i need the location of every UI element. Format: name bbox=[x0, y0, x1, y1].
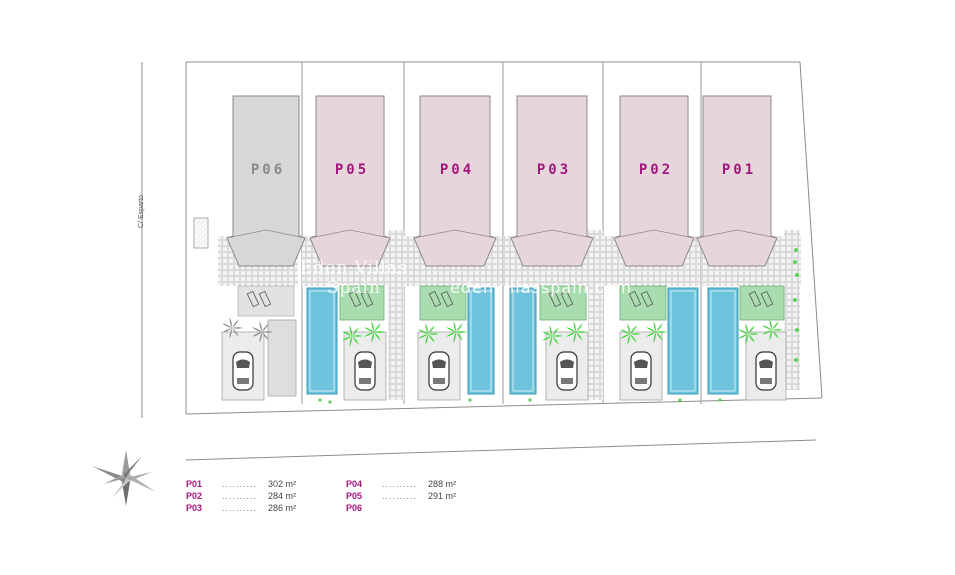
house-p04 bbox=[413, 95, 497, 267]
house-roof-ridge bbox=[309, 229, 391, 239]
legend-code: P06 bbox=[346, 503, 363, 513]
car-icon bbox=[755, 351, 777, 391]
legend-dots: .......... bbox=[382, 479, 418, 489]
car-icon bbox=[630, 351, 652, 391]
palm-tree-icon bbox=[222, 317, 243, 339]
area-legend-right: P04 .......... 288 m² P05 .......... 291… bbox=[346, 478, 456, 514]
car-icon bbox=[428, 351, 450, 391]
car-icon bbox=[556, 351, 578, 391]
street-name-label: C/ Esparto bbox=[138, 194, 145, 228]
palm-tree-icon bbox=[566, 321, 587, 343]
pools bbox=[306, 287, 739, 395]
palm-tree-icon bbox=[542, 325, 563, 347]
pedestrian-gate bbox=[193, 217, 209, 249]
watermark-logo: Eden Villas Spain bbox=[300, 258, 408, 298]
legend-value: 284 m² bbox=[268, 491, 297, 501]
hedges bbox=[318, 248, 799, 404]
lot-label-p01: P01 bbox=[721, 162, 757, 178]
watermark-line-2: Spain bbox=[326, 278, 381, 298]
legend-dots: .......... bbox=[222, 503, 258, 513]
car-icon bbox=[354, 351, 376, 391]
legend-code: P01 bbox=[186, 479, 203, 489]
compass-rose-icon bbox=[92, 450, 156, 506]
watermark-url: edenvillasspain.com bbox=[450, 278, 633, 297]
legend-value: 291 m² bbox=[428, 491, 457, 501]
house-p05 bbox=[309, 95, 391, 267]
lot-label-p06: P06 bbox=[250, 162, 286, 178]
legend-dots: .......... bbox=[222, 479, 258, 489]
palm-tree-icon bbox=[646, 321, 667, 343]
area-legend-left: P01 .......... 302 m² P02 .......... 284… bbox=[186, 478, 296, 514]
palm-tree-icon bbox=[342, 325, 363, 347]
legend-code: P04 bbox=[346, 479, 363, 489]
house-p06 bbox=[226, 95, 306, 267]
palm-trees bbox=[222, 317, 783, 347]
house-roof-ridge bbox=[413, 229, 497, 239]
legend-row: P05 .......... 291 m² bbox=[346, 490, 456, 502]
legend-dots: .......... bbox=[222, 491, 258, 501]
legend-row: P03 .......... 286 m² bbox=[186, 502, 296, 514]
house-roof-ridge bbox=[226, 229, 306, 239]
house-p02 bbox=[613, 95, 695, 267]
legend-dots bbox=[382, 502, 428, 514]
palm-tree-icon bbox=[418, 323, 439, 345]
pool-inner bbox=[309, 290, 736, 392]
legend-dots: .......... bbox=[382, 491, 418, 501]
house-p03 bbox=[510, 95, 594, 267]
legend-value: 288 m² bbox=[428, 479, 457, 489]
legend-code: P03 bbox=[186, 503, 203, 513]
legend-row: P04 .......... 288 m² bbox=[346, 478, 456, 490]
palm-tree-icon bbox=[762, 319, 783, 341]
house-roof-ridge bbox=[613, 229, 695, 239]
lot-label-p04: P04 bbox=[439, 162, 475, 178]
street-line-bottom bbox=[185, 439, 817, 461]
site-bottom-boundary bbox=[185, 397, 823, 415]
legend-row: P01 .......... 302 m² bbox=[186, 478, 296, 490]
terraces bbox=[237, 285, 785, 321]
lot-label-p03: P03 bbox=[536, 162, 572, 178]
lot-label-p05: P05 bbox=[334, 162, 370, 178]
lot-label-p02: P02 bbox=[638, 162, 674, 178]
palm-tree-icon bbox=[364, 321, 385, 343]
palm-tree-icon bbox=[252, 321, 273, 343]
cars bbox=[232, 351, 777, 391]
legend-value: 286 m² bbox=[268, 503, 297, 513]
legend-row: P06 bbox=[346, 502, 456, 514]
car-icon bbox=[232, 351, 254, 391]
houses bbox=[226, 95, 778, 267]
watermark-line-1: Eden Villas bbox=[300, 258, 408, 278]
legend-value: 302 m² bbox=[268, 479, 297, 489]
lounge-chairs bbox=[246, 290, 774, 308]
palm-tree-icon bbox=[620, 323, 641, 345]
legend-row: P02 .......... 284 m² bbox=[186, 490, 296, 502]
site-right-boundary bbox=[799, 61, 823, 399]
palm-tree-icon bbox=[446, 321, 467, 343]
house-roof-ridge bbox=[696, 229, 778, 239]
house-p01 bbox=[696, 95, 778, 267]
house-roof-ridge bbox=[510, 229, 594, 239]
palm-tree-icon bbox=[738, 323, 759, 345]
legend-code: P05 bbox=[346, 491, 363, 501]
legend-code: P02 bbox=[186, 491, 203, 501]
